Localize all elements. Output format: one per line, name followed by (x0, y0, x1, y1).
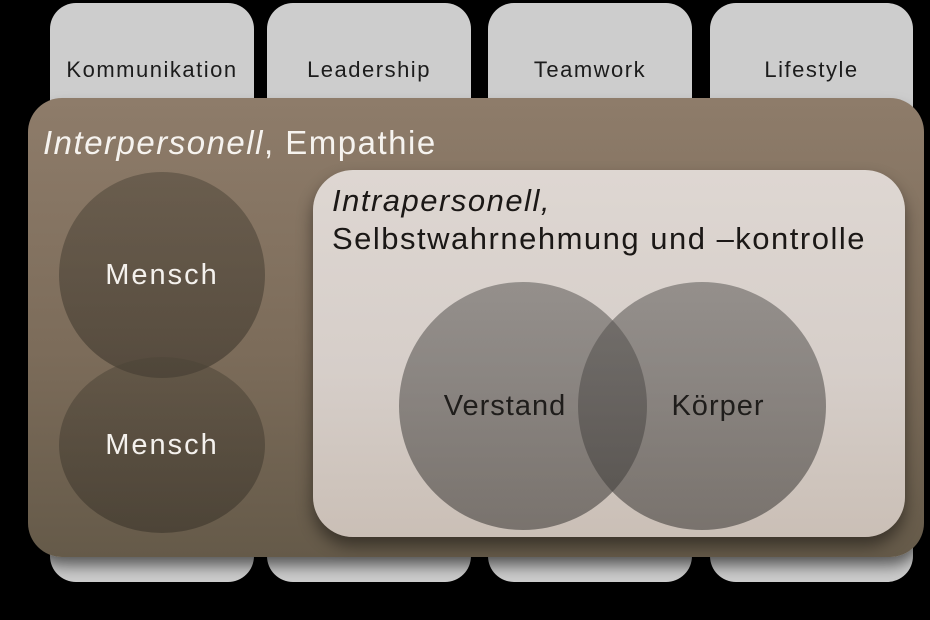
intrapersonell-title-italic: Intrapersonell, (332, 183, 551, 218)
interpersonell-title-rest: , Empathie (263, 124, 437, 161)
mensch-circle-bottom: Mensch (59, 357, 265, 533)
interpersonell-panel: Interpersonell, Empathie Mensch Mensch I… (28, 98, 924, 557)
mensch-label: Mensch (105, 428, 219, 461)
intrapersonell-panel: Intrapersonell, Selbstwahrnehmung und –k… (313, 170, 905, 537)
mensch-circle-top: Mensch (59, 172, 265, 378)
interpersonell-title: Interpersonell, Empathie (43, 124, 437, 162)
mensch-label: Mensch (105, 258, 219, 291)
koerper-circle: Körper (578, 282, 826, 530)
intrapersonell-title-line2: Selbstwahrnehmung und –kontrolle (332, 221, 866, 256)
category-label: Teamwork (533, 57, 647, 82)
interpersonell-title-italic: Interpersonell (43, 124, 264, 161)
koerper-label: Körper (671, 389, 765, 422)
verstand-label: Verstand (443, 389, 567, 422)
intrapersonell-title: Intrapersonell, Selbstwahrnehmung und –k… (332, 182, 866, 258)
category-label: Kommunikation (66, 57, 238, 82)
category-label: Lifestyle (764, 57, 859, 82)
category-label: Leadership (307, 57, 431, 82)
